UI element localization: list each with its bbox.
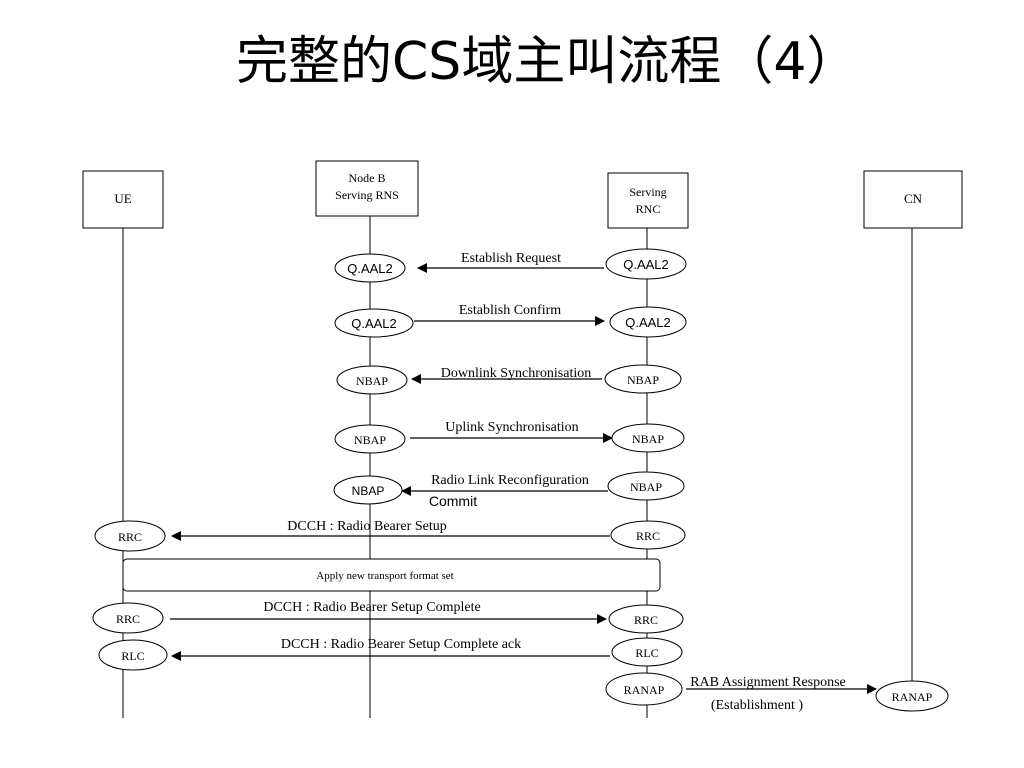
- entity-nodeb-label-1: Node B: [349, 171, 386, 185]
- oval-nbap-rnc-2: [611, 423, 685, 453]
- msg-rb-setup-complete: DCCH : Radio Bearer Setup Complete: [263, 600, 480, 615]
- msg-rab-assignment-response-line2: (Establishment ): [711, 698, 803, 713]
- oval-ranap-rnc: [605, 672, 683, 706]
- message-arrows: [170, 263, 877, 694]
- oval-ranap-cn-label: RANAP: [892, 690, 933, 704]
- oval-ranap-cn: [875, 680, 949, 712]
- oval-nbap-nodeb-3: [333, 475, 403, 505]
- entity-ue: UE: [82, 170, 164, 229]
- msg-rl-reconfig-line2: Commit: [429, 493, 477, 509]
- oval-rrc-rnc-2: [608, 604, 684, 634]
- oval-rlc-rnc-label: RLC: [635, 646, 658, 660]
- oval-rrc-rnc-2-label: RRC: [634, 613, 658, 627]
- oval-qaal2-rnc-2: [609, 306, 687, 338]
- oval-rlc-ue: [98, 639, 168, 671]
- msg-rl-reconfig-line1: Radio Link Reconfiguration: [431, 473, 589, 488]
- process-box: Apply new transport format set: [122, 558, 661, 592]
- oval-rrc-ue-2-label: RRC: [116, 612, 140, 626]
- oval-qaal2-nodeb-1-label: Q.AAL2: [347, 261, 393, 276]
- oval-nbap-rnc-1-label: NBAP: [627, 373, 659, 387]
- oval-nbap-rnc-3-label: NBAP: [630, 480, 662, 494]
- entity-rnc: Serving RNC: [607, 172, 689, 229]
- oval-ranap-rnc-label: RANAP: [624, 683, 665, 697]
- msg-rb-setup-complete-ack: DCCH : Radio Bearer Setup Complete ack: [281, 637, 521, 652]
- oval-nbap-nodeb-2: [334, 424, 406, 454]
- oval-nbap-nodeb-1-label: NBAP: [356, 374, 388, 388]
- entity-rnc-label-1: Serving: [629, 185, 666, 199]
- oval-rlc-rnc: [611, 637, 683, 667]
- oval-rrc-rnc-1: [610, 520, 686, 550]
- nodeb-ovals: [333, 253, 414, 505]
- oval-qaal2-nodeb-2-label: Q.AAL2: [351, 316, 397, 331]
- oval-rrc-ue-1-label: RRC: [118, 530, 142, 544]
- oval-nbap-rnc-3: [607, 471, 685, 501]
- entity-cn: CN: [863, 170, 963, 229]
- slide-title: 完整的CS域主叫流程（4）: [236, 32, 859, 92]
- msg-rab-assignment-response-line1: RAB Assignment Response: [690, 675, 846, 690]
- entity-ue-label: UE: [114, 191, 131, 206]
- oval-rlc-ue-label: RLC: [121, 649, 144, 663]
- process-box-label: Apply new transport format set: [316, 570, 453, 582]
- oval-qaal2-nodeb-2: [334, 308, 414, 338]
- oval-qaal2-rnc-1: [605, 248, 687, 280]
- oval-nbap-rnc-2-label: NBAP: [632, 432, 664, 446]
- entity-cn-label: CN: [904, 191, 923, 206]
- oval-nbap-nodeb-3-label: NBAP: [352, 484, 385, 498]
- oval-rrc-ue-2: [92, 602, 164, 634]
- entity-rnc-label-2: RNC: [636, 202, 661, 216]
- msg-downlink-sync: Downlink Synchronisation: [441, 366, 592, 381]
- oval-rrc-rnc-1-label: RRC: [636, 529, 660, 543]
- msg-establish-request: Establish Request: [461, 251, 561, 266]
- entity-nodeb-label-2: Serving RNS: [335, 188, 399, 202]
- msg-uplink-sync: Uplink Synchronisation: [445, 420, 578, 435]
- oval-nbap-rnc-1: [604, 364, 682, 394]
- ue-ovals: [92, 520, 168, 671]
- oval-nbap-nodeb-2-label: NBAP: [354, 433, 386, 447]
- msg-establish-confirm: Establish Confirm: [459, 303, 561, 318]
- entity-nodeb: Node B Serving RNS: [315, 160, 419, 217]
- msg-rb-setup: DCCH : Radio Bearer Setup: [287, 519, 446, 534]
- oval-qaal2-nodeb-1: [334, 253, 406, 283]
- oval-qaal2-rnc-2-label: Q.AAL2: [625, 315, 671, 330]
- rnc-ovals: [604, 248, 687, 706]
- oval-rrc-ue-1: [94, 520, 166, 552]
- oval-nbap-nodeb-1: [336, 365, 408, 395]
- oval-qaal2-rnc-1-label: Q.AAL2: [623, 257, 669, 272]
